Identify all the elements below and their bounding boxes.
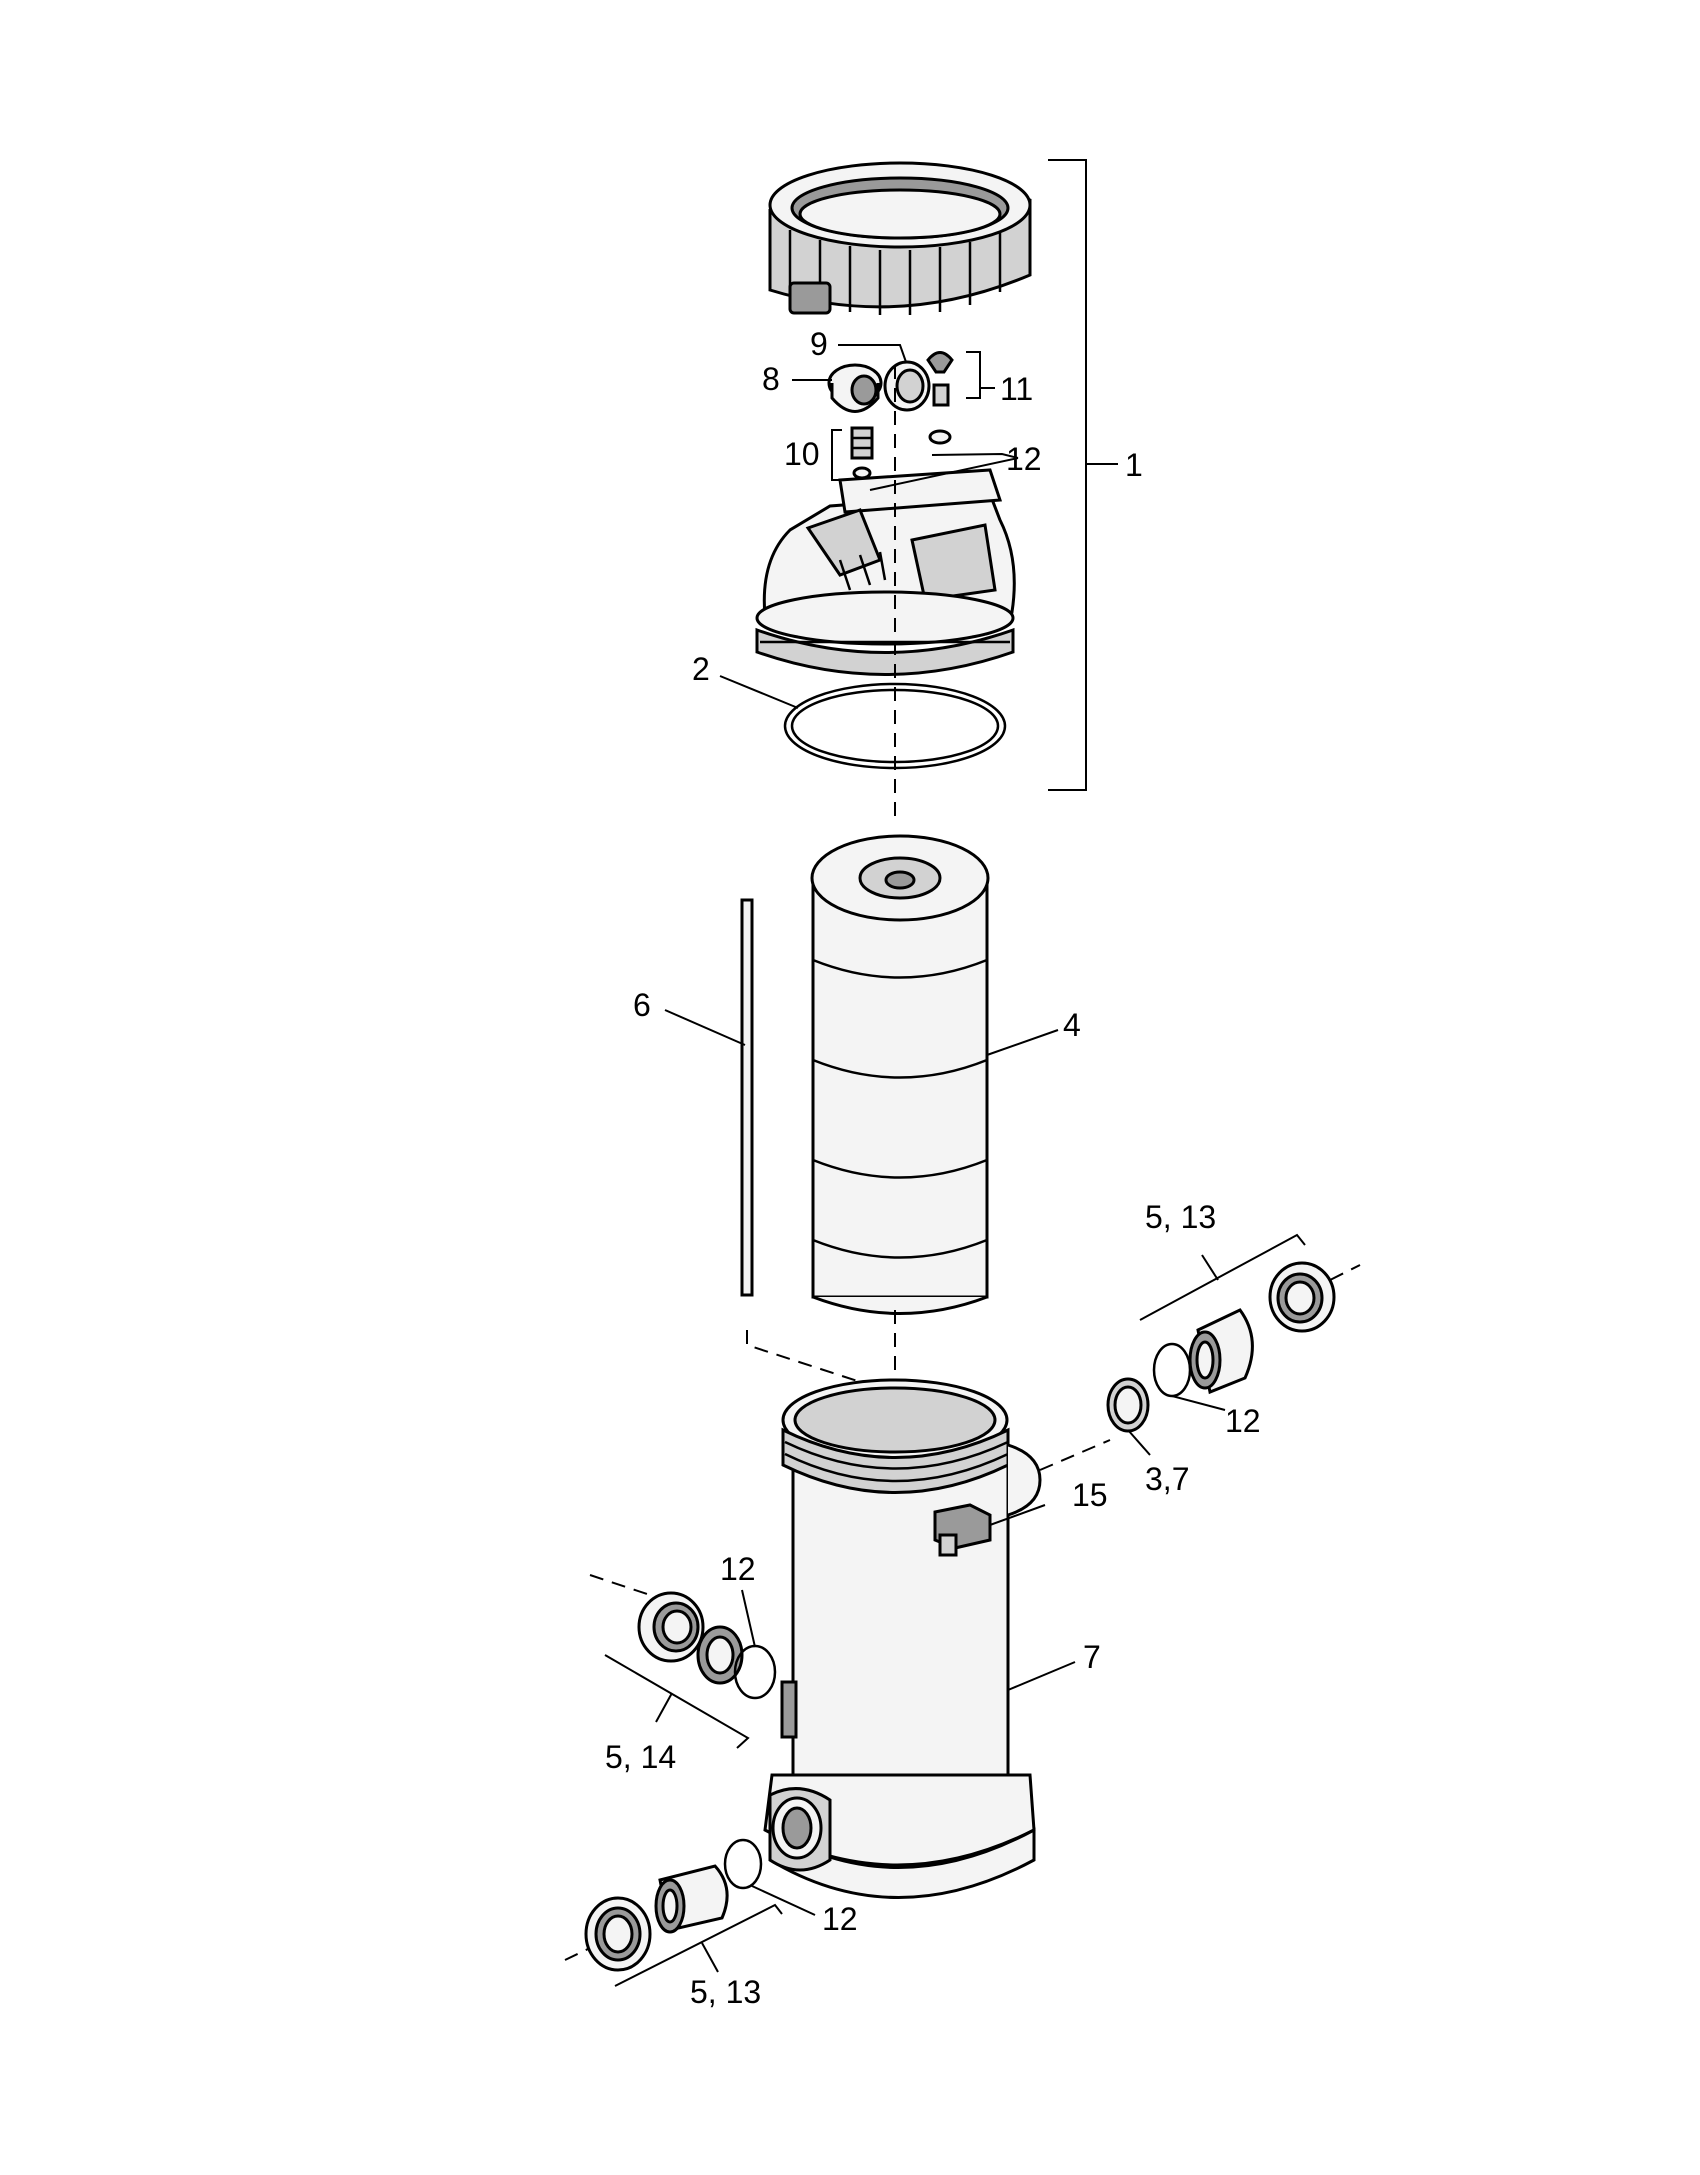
leader-lines [664,344,1226,1916]
union-right [1039,1233,1361,1471]
callout-12-top: 12 [1006,441,1042,477]
filter-lid [755,468,1016,676]
callout-4: 4 [1063,1007,1081,1043]
callout-12-right: 12 [1225,1403,1261,1439]
callout-8: 8 [762,361,780,397]
filter-cartridge [810,834,990,1315]
part-15 [933,1503,992,1557]
callout-10: 10 [784,436,820,472]
callout-3-7: 3,7 [1145,1461,1189,1497]
union-left [589,1574,777,1749]
callout-2: 2 [692,651,710,687]
callout-5-14: 5, 14 [605,1739,676,1775]
callout-6: 6 [633,987,651,1023]
callout-5-13-right: 5, 13 [1145,1199,1216,1235]
part-9 [883,360,931,412]
assembly-1-bracket [1048,159,1118,791]
callout-12-bottom: 12 [822,1901,858,1937]
callout-labels: 1 2 4 6 7 8 9 10 11 12 5, 13 12 3,7 15 1… [605,326,1261,2010]
callout-1: 1 [1125,447,1143,483]
callout-9: 9 [810,326,828,362]
part-10 [850,426,874,480]
callout-12-left: 12 [720,1551,756,1587]
callout-7: 7 [1083,1639,1101,1675]
filter-tank [763,1378,1042,1899]
callout-5-13-bottom: 5, 13 [690,1974,761,2010]
part-11 [926,351,954,445]
union-bottom [564,1838,783,1987]
callout-15: 15 [1072,1477,1108,1513]
part-8 [827,363,883,413]
locking-ring [768,161,1032,315]
callout-11: 11 [1000,371,1033,407]
